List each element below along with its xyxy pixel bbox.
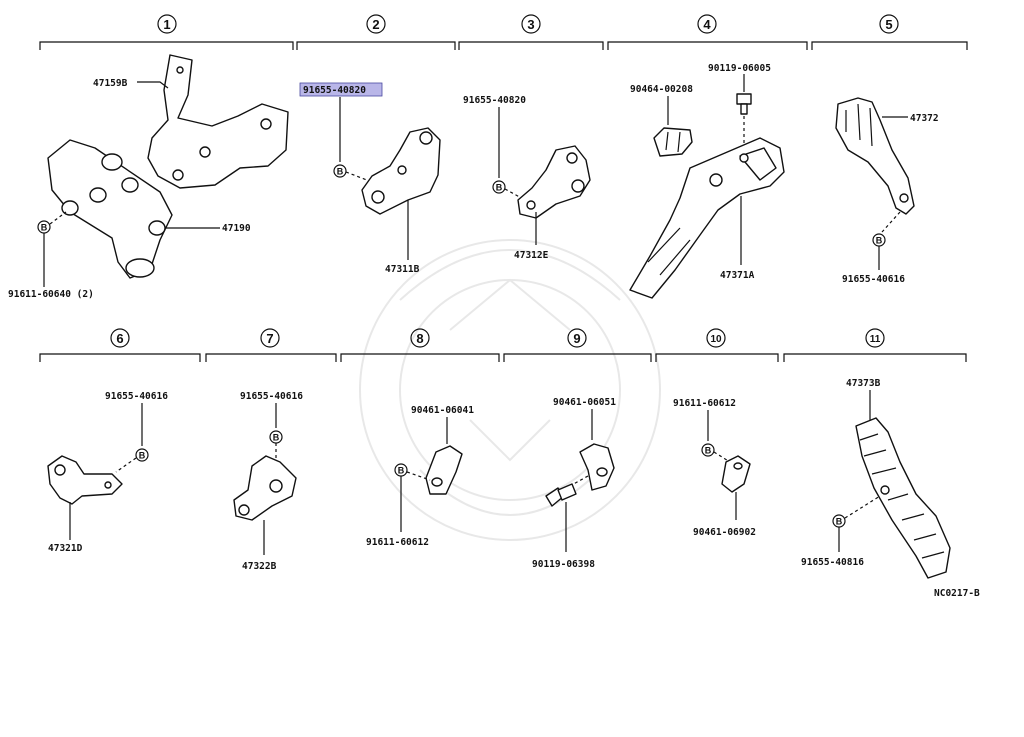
label-47311B[interactable]: 47311B bbox=[385, 264, 420, 275]
svg-text:B: B bbox=[398, 466, 405, 476]
leader-bolt-8 bbox=[406, 471, 431, 481]
label-90461-06902[interactable]: 90461-06902 bbox=[693, 527, 756, 538]
label-91611-60640[interactable]: 91611-60640 (2) bbox=[8, 289, 94, 300]
svg-text:8: 8 bbox=[416, 331, 423, 346]
highlight-91655-40820 bbox=[299, 82, 383, 97]
section-brackets-row2 bbox=[39, 353, 967, 362]
section-number-9: 9 bbox=[567, 328, 587, 348]
part-47159B-bracket[interactable] bbox=[147, 54, 289, 189]
svg-text:B: B bbox=[496, 183, 503, 193]
label-91611-60612-s8[interactable]: 91611-60612 bbox=[366, 537, 429, 548]
label-47372[interactable]: 47372 bbox=[910, 113, 939, 124]
part-90461-06041-clip[interactable] bbox=[425, 445, 463, 495]
section-number-10: 10 bbox=[706, 328, 726, 348]
svg-text:7: 7 bbox=[266, 331, 273, 346]
svg-text:B: B bbox=[41, 223, 48, 233]
section-number-4: 4 bbox=[697, 14, 717, 34]
label-47322B[interactable]: 47322B bbox=[242, 561, 277, 572]
bolt-marker-11: B bbox=[832, 514, 846, 528]
label-47321D[interactable]: 47321D bbox=[48, 543, 83, 554]
label-47373B[interactable]: 47373B bbox=[846, 378, 881, 389]
part-90119-06398-bolt[interactable] bbox=[545, 483, 577, 507]
label-91655-40820-s2[interactable]: 91655-40820 bbox=[303, 85, 366, 96]
svg-text:10: 10 bbox=[710, 334, 722, 345]
svg-text:B: B bbox=[876, 236, 883, 246]
label-91611-60612-s10[interactable]: 91611-60612 bbox=[673, 398, 736, 409]
svg-text:6: 6 bbox=[116, 331, 123, 346]
label-90461-06051[interactable]: 90461-06051 bbox=[553, 397, 616, 408]
bolt-marker-2: B bbox=[333, 164, 347, 178]
label-91655-40616-s5[interactable]: 91655-40616 bbox=[842, 274, 905, 285]
part-90461-06902-clip[interactable] bbox=[721, 455, 751, 493]
svg-text:4: 4 bbox=[703, 17, 711, 32]
leader-bolt-6 bbox=[115, 457, 137, 473]
label-91655-40616-s7[interactable]: 91655-40616 bbox=[240, 391, 303, 402]
label-90119-06005[interactable]: 90119-06005 bbox=[708, 63, 771, 74]
diagram-code: NC0217-B bbox=[934, 588, 980, 599]
label-91655-40616-s6[interactable]: 91655-40616 bbox=[105, 391, 168, 402]
svg-text:B: B bbox=[836, 517, 843, 527]
part-47311B-bracket[interactable] bbox=[361, 127, 441, 215]
leader-bolt-2 bbox=[345, 171, 373, 183]
leader-bolt-1 bbox=[49, 211, 67, 225]
svg-text:B: B bbox=[139, 451, 146, 461]
part-47322B-bracket[interactable] bbox=[233, 455, 297, 521]
svg-text:11: 11 bbox=[870, 334, 881, 345]
leader-bolt-11 bbox=[844, 495, 881, 519]
part-47321D-bracket[interactable] bbox=[47, 455, 123, 505]
bolt-marker-5: B bbox=[872, 233, 886, 247]
part-90119-06005-bolt[interactable] bbox=[736, 93, 752, 115]
label-47312E[interactable]: 47312E bbox=[514, 250, 549, 261]
label-90461-06041[interactable]: 90461-06041 bbox=[411, 405, 474, 416]
section-number-8: 8 bbox=[410, 328, 430, 348]
label-90119-06398[interactable]: 90119-06398 bbox=[532, 559, 595, 570]
section-brackets-row1 bbox=[39, 41, 968, 50]
part-90464-00208-clip[interactable] bbox=[653, 127, 693, 157]
section-number-7: 7 bbox=[260, 328, 280, 348]
part-47373B-clip[interactable] bbox=[855, 417, 951, 579]
part-47372-clip[interactable] bbox=[835, 97, 915, 215]
svg-text:B: B bbox=[337, 167, 344, 177]
section-number-6: 6 bbox=[110, 328, 130, 348]
label-91655-40820-s3[interactable]: 91655-40820 bbox=[463, 95, 526, 106]
bolt-marker-3: B bbox=[492, 180, 506, 194]
label-90464-00208[interactable]: 90464-00208 bbox=[630, 84, 693, 95]
part-90461-06051-clip[interactable] bbox=[579, 443, 615, 491]
section-number-11: 11 bbox=[865, 328, 885, 348]
svg-text:9: 9 bbox=[573, 331, 580, 346]
bolt-marker-8: B bbox=[394, 463, 408, 477]
section-number-5: 5 bbox=[879, 14, 899, 34]
svg-text:2: 2 bbox=[372, 17, 379, 32]
section-number-2: 2 bbox=[366, 14, 386, 34]
svg-text:B: B bbox=[273, 433, 280, 443]
svg-text:B: B bbox=[705, 446, 712, 456]
svg-text:3: 3 bbox=[527, 17, 534, 32]
svg-text:5: 5 bbox=[885, 17, 892, 32]
label-91655-40816[interactable]: 91655-40816 bbox=[801, 557, 864, 568]
label-47190[interactable]: 47190 bbox=[222, 223, 251, 234]
bolt-marker-10: B bbox=[701, 443, 715, 457]
label-47159B[interactable]: 47159B bbox=[93, 78, 128, 89]
part-47312E-bracket[interactable] bbox=[517, 145, 591, 219]
leader-bolt-5 bbox=[881, 211, 901, 233]
bolt-marker-6: B bbox=[135, 448, 149, 462]
svg-text:1: 1 bbox=[163, 17, 170, 32]
section-number-3: 3 bbox=[521, 14, 541, 34]
part-47190-valve[interactable] bbox=[47, 139, 173, 279]
label-47371A[interactable]: 47371A bbox=[720, 270, 755, 281]
section-number-1: 1 bbox=[157, 14, 177, 34]
part-47371A-bracket[interactable] bbox=[629, 137, 785, 299]
bolt-marker-7: B bbox=[269, 430, 283, 444]
watermark-emblem bbox=[359, 239, 661, 541]
bolt-marker-1: B bbox=[37, 220, 51, 234]
leader-47159B bbox=[137, 81, 169, 89]
